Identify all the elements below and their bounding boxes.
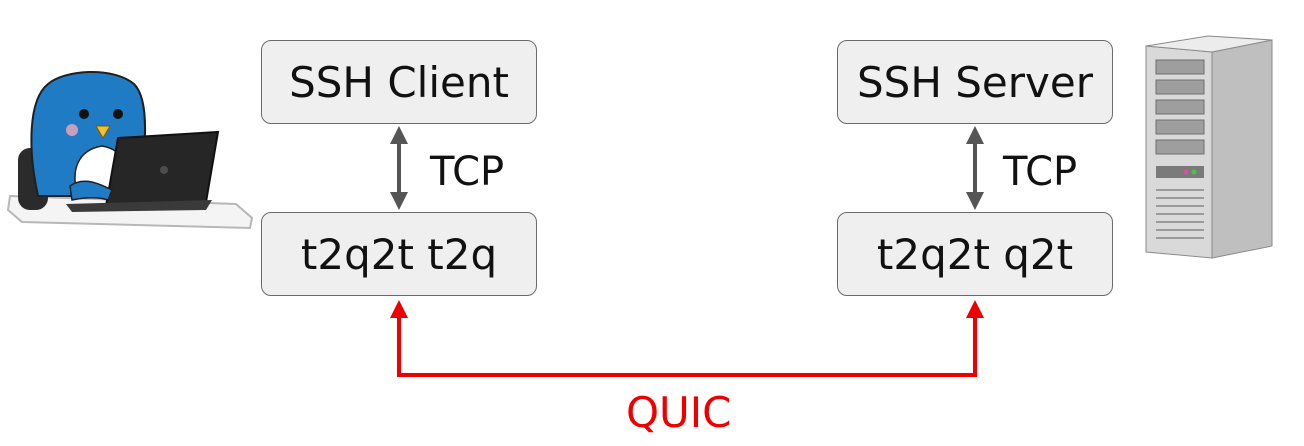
quic-connection [390, 300, 984, 377]
tcp-connection-right [966, 126, 984, 210]
ssh-client-label: SSH Client [289, 57, 509, 107]
t2q-label: t2q2t t2q [300, 229, 498, 279]
tower-server-icon [1145, 35, 1273, 259]
tcp-label-left: TCP [430, 149, 505, 195]
ssh-server-box: SSH Server [837, 40, 1113, 124]
tcp-label-right: TCP [1003, 149, 1078, 195]
quic-label: QUIC [626, 388, 732, 437]
ssh-client-box: SSH Client [261, 40, 537, 124]
ssh-server-label: SSH Server [857, 57, 1093, 107]
penguin-with-laptop-icon [6, 71, 254, 230]
tcp-connection-left [390, 126, 408, 210]
q2t-label: t2q2t q2t [876, 229, 1074, 279]
q2t-box: t2q2t q2t [837, 212, 1113, 296]
t2q-box: t2q2t t2q [261, 212, 537, 296]
